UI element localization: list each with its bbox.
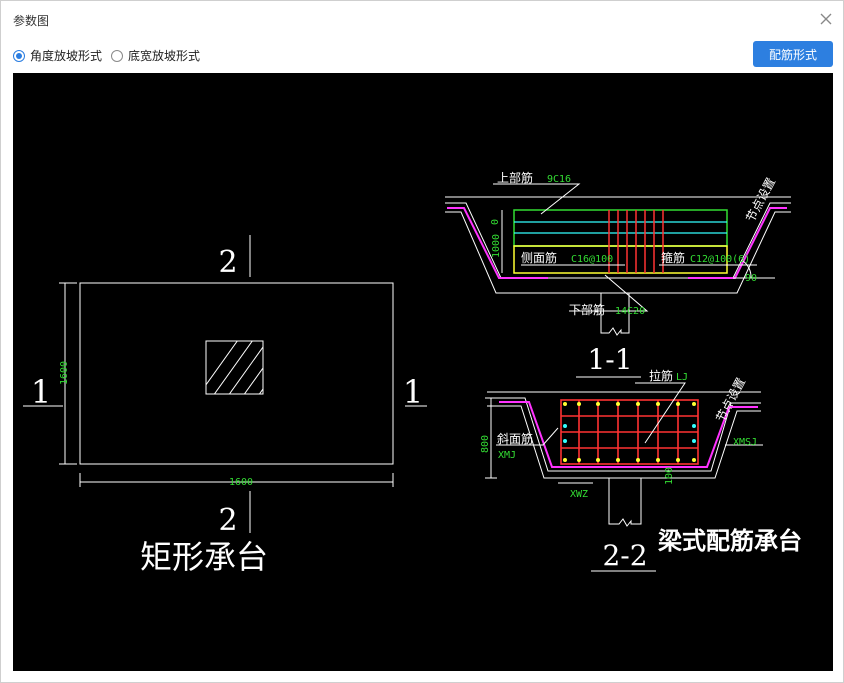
s11-top-rebar-value: 9C16: [547, 174, 571, 185]
s22-dim-height: 800: [480, 435, 491, 453]
drawing-canvas: 1600 1600 1 1 2 2 矩形承台: [13, 73, 833, 671]
s22-bottom-value: XWZ: [570, 489, 588, 500]
radio-bottom-width-slope-label: 底宽放坡形式: [128, 49, 201, 63]
cap-outline: [79, 282, 394, 465]
rect-dim-width: 1600: [229, 477, 253, 488]
section-mark-2-bottom: 2: [218, 503, 237, 538]
radio-angle-slope[interactable]: 角度放坡形式: [13, 47, 102, 64]
dialog-title: 参数图: [13, 14, 50, 28]
close-icon[interactable]: [817, 10, 835, 28]
s11-side-rebar-label: 侧面筋: [521, 250, 557, 265]
s11-bottom-rebar-label: 下部筋: [569, 302, 605, 317]
beam-cap-title: 梁式配筋承台: [657, 527, 802, 555]
column-hatch: [206, 341, 263, 394]
s11-angle: 90: [745, 273, 757, 284]
s22-rebar-grid: [560, 399, 699, 465]
radio-angle-slope-indicator[interactable]: [13, 49, 25, 62]
s11-dim-small: 0: [490, 219, 501, 225]
s11-top-rebar-label: 上部筋: [497, 170, 533, 185]
s11-bottom-rebar-value: 14C20: [615, 306, 645, 317]
rebar-config-button[interactable]: 配筋形式: [753, 41, 833, 67]
s11-dim-height: 1000: [491, 234, 502, 258]
s22-node-text: 节点设置: [713, 375, 748, 424]
section-2-2: 800 100 XWZ 拉筋 LJ 斜面筋 XMJ XMSJ 节点设置 2-2: [480, 368, 763, 572]
radio-angle-slope-label: 角度放坡形式: [30, 49, 103, 63]
section-1-1: 1000 0 上部筋 9C16 侧面筋 C16@100 箍筋 C12@100(6…: [445, 170, 791, 378]
s22-tie-value: LJ: [676, 372, 688, 383]
radio-bottom-width-slope-indicator[interactable]: [111, 49, 123, 62]
section-mark-1-left: 1: [31, 373, 51, 411]
s22-dim-small: 100: [664, 467, 675, 485]
cad-drawing: 1600 1600 1 1 2 2 矩形承台: [23, 170, 802, 576]
rect-cap-plan: 1600 1600 1 1 2 2 矩形承台: [23, 235, 427, 576]
s22-tie-label: 拉筋: [649, 368, 673, 383]
s22-side-dots: [563, 424, 696, 443]
s22-slope-side-value: XMSJ: [733, 437, 757, 448]
title-bar: 参数图: [1, 1, 843, 37]
rect-cap-title: 矩形承台: [140, 538, 268, 576]
s11-stirrup-label: 箍筋: [661, 250, 685, 265]
s11-stirrup-value: C12@100(6): [690, 254, 750, 265]
toolbar: 角度放坡形式 底宽放坡形式 配筋形式: [1, 39, 843, 71]
s11-side-rebar-value: C16@100: [571, 254, 613, 265]
s22-bar-dots: [563, 402, 696, 462]
column-bars: [608, 210, 664, 273]
s11-title: 1-1: [587, 343, 632, 376]
radio-bottom-width-slope[interactable]: 底宽放坡形式: [111, 47, 200, 64]
section-mark-1-right: 1: [403, 373, 423, 411]
s22-title: 2-2: [602, 539, 647, 572]
section-mark-2-top: 2: [218, 245, 237, 280]
s22-slope-value: XMJ: [498, 450, 516, 461]
s22-slope-label: 斜面筋: [497, 431, 533, 446]
rect-dim-height: 1600: [59, 361, 70, 385]
